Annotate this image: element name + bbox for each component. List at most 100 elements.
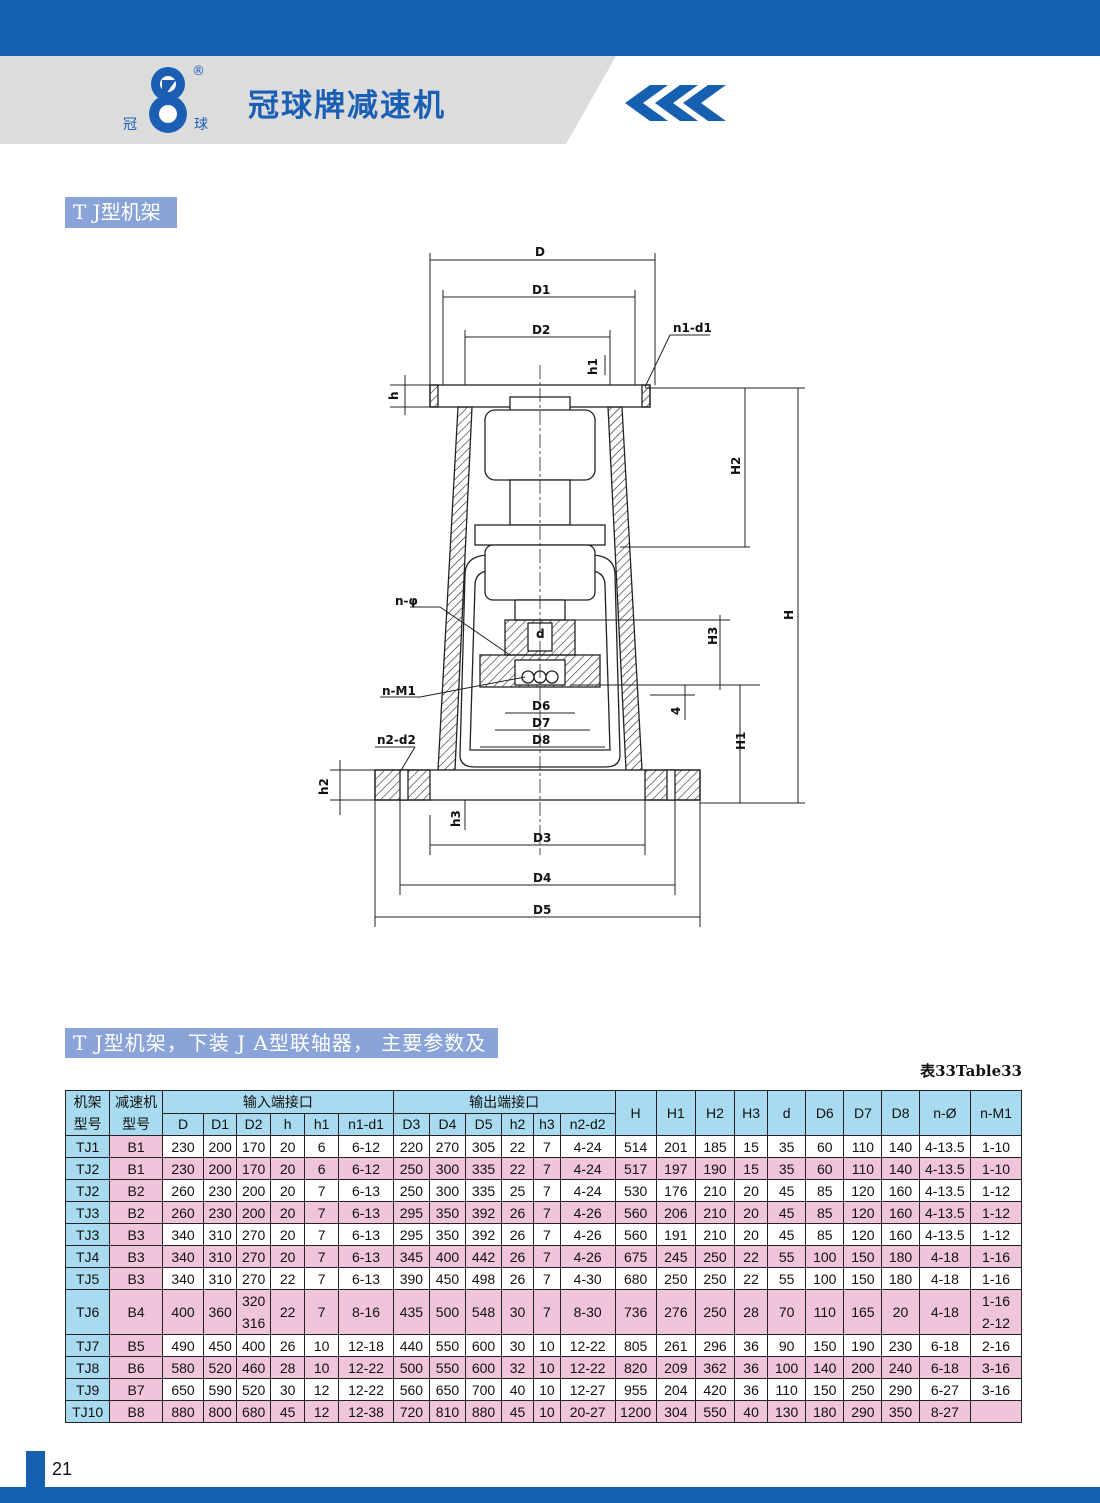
table-cell: 15 bbox=[734, 1157, 769, 1180]
table-cell: 20 bbox=[734, 1179, 769, 1202]
table-cell: 140 bbox=[805, 1356, 845, 1379]
table-cell: 120 bbox=[843, 1179, 883, 1202]
table-cell: 8-16 bbox=[338, 1289, 394, 1335]
table-cell: 20 bbox=[734, 1223, 769, 1246]
table-cell: 140 bbox=[881, 1157, 920, 1180]
table-cell: 736 bbox=[614, 1289, 657, 1335]
table-cell: 4-13.5 bbox=[918, 1135, 972, 1158]
table-cell: 26 bbox=[501, 1223, 535, 1246]
table-cell: 45 bbox=[767, 1201, 807, 1224]
table-cell: 548 bbox=[464, 1289, 503, 1335]
label-n2-d2: n2-d2 bbox=[377, 733, 416, 747]
page-marker bbox=[26, 1451, 45, 1487]
header-col: H bbox=[614, 1090, 657, 1136]
table-cell: 197 bbox=[655, 1157, 696, 1180]
label-n-M1: n-M1 bbox=[382, 684, 416, 698]
table-cell: B4 bbox=[109, 1289, 163, 1335]
table-cell: 36 bbox=[734, 1378, 769, 1401]
table-cell: 12-22 bbox=[338, 1356, 394, 1379]
table-cell: 7 bbox=[533, 1135, 561, 1158]
label-D6: D6 bbox=[532, 699, 550, 713]
table-cell: 4-30 bbox=[559, 1267, 616, 1290]
table-cell: 590 bbox=[203, 1378, 238, 1401]
table-cell: 150 bbox=[843, 1267, 883, 1290]
header-col: D6 bbox=[805, 1090, 845, 1136]
table-cell: 4-26 bbox=[559, 1223, 616, 1246]
table-cell: 1-12 bbox=[970, 1179, 1022, 1202]
table-cell: 200 bbox=[236, 1201, 272, 1224]
table-cell: 290 bbox=[881, 1378, 920, 1401]
table-cell: 6-12 bbox=[338, 1135, 394, 1158]
table-cell: B3 bbox=[109, 1223, 163, 1246]
header-col: D2 bbox=[236, 1112, 272, 1136]
table-cell: 7 bbox=[304, 1289, 340, 1335]
label-h3: h3 bbox=[449, 810, 463, 827]
table-cell: 130 bbox=[767, 1400, 807, 1423]
header-col: D4 bbox=[428, 1112, 467, 1136]
table-cell: 20 bbox=[270, 1157, 306, 1180]
table-cell: 392 bbox=[464, 1223, 503, 1246]
header-col: D bbox=[161, 1112, 205, 1136]
table-cell: 4-13.5 bbox=[918, 1223, 972, 1246]
table-cell: 1-12 bbox=[970, 1223, 1022, 1246]
table-cell: 85 bbox=[805, 1223, 845, 1246]
label-H: H bbox=[782, 610, 796, 620]
table-cell: TJ5 bbox=[64, 1267, 111, 1290]
table-cell: 400 bbox=[236, 1334, 272, 1357]
label-h: h bbox=[387, 391, 401, 400]
header-col: D5 bbox=[464, 1112, 503, 1136]
header-col: n-Ø bbox=[918, 1090, 972, 1136]
label-H1: H1 bbox=[734, 732, 748, 750]
header-output-group: 输出端接口 bbox=[392, 1090, 616, 1114]
table-cell: 26 bbox=[270, 1334, 306, 1357]
table-cell: 26 bbox=[501, 1267, 535, 1290]
label-D8: D8 bbox=[532, 733, 550, 747]
table-cell: 270 bbox=[428, 1135, 467, 1158]
table-cell: 22 bbox=[734, 1267, 769, 1290]
table-cell: 4-18 bbox=[918, 1267, 972, 1290]
table-cell: 4-24 bbox=[559, 1157, 616, 1180]
table-cell: 362 bbox=[694, 1356, 736, 1379]
table-cell: 160 bbox=[881, 1201, 920, 1224]
table-cell: 435 bbox=[392, 1289, 430, 1335]
table-cell: 3-16 bbox=[970, 1356, 1022, 1379]
table-cell: 230 bbox=[203, 1179, 238, 1202]
table-cell: B2 bbox=[109, 1179, 163, 1202]
table-cell: 220 bbox=[392, 1135, 430, 1158]
table-cell: 250 bbox=[392, 1157, 430, 1180]
table-cell: B1 bbox=[109, 1157, 163, 1180]
table-cell: 110 bbox=[843, 1157, 883, 1180]
table-cell: 805 bbox=[614, 1334, 657, 1357]
table-cell: 390 bbox=[392, 1267, 430, 1290]
table-cell: 420 bbox=[694, 1378, 736, 1401]
table-cell: 680 bbox=[236, 1400, 272, 1423]
table-cell: 820 bbox=[614, 1356, 657, 1379]
table-cell: 6-18 bbox=[918, 1356, 972, 1379]
table-cell: 12-22 bbox=[338, 1378, 394, 1401]
table-cell: 4-24 bbox=[559, 1135, 616, 1158]
label-D: D bbox=[535, 245, 545, 259]
table-cell: B3 bbox=[109, 1267, 163, 1290]
table-cell: 200 bbox=[203, 1157, 238, 1180]
table-cell: 8-30 bbox=[559, 1289, 616, 1335]
table-cell: 26 bbox=[501, 1201, 535, 1224]
table-cell: 45 bbox=[767, 1179, 807, 1202]
table-cell: 550 bbox=[428, 1334, 467, 1357]
table-cell: 600 bbox=[464, 1356, 503, 1379]
table-cell: 12-27 bbox=[559, 1378, 616, 1401]
table-cell: 560 bbox=[392, 1378, 430, 1401]
table-cell: 7 bbox=[304, 1179, 340, 1202]
table-cell: TJ10 bbox=[64, 1400, 111, 1423]
table-cell: 12-22 bbox=[559, 1334, 616, 1357]
table-cell: 340 bbox=[161, 1223, 205, 1246]
table-cell: 180 bbox=[881, 1267, 920, 1290]
table-cell: 85 bbox=[805, 1179, 845, 1202]
table-cell: 250 bbox=[694, 1245, 736, 1268]
table-cell: 350 bbox=[428, 1223, 467, 1246]
table-cell: 10 bbox=[304, 1334, 340, 1357]
table-cell: 1-12 bbox=[970, 1201, 1022, 1224]
